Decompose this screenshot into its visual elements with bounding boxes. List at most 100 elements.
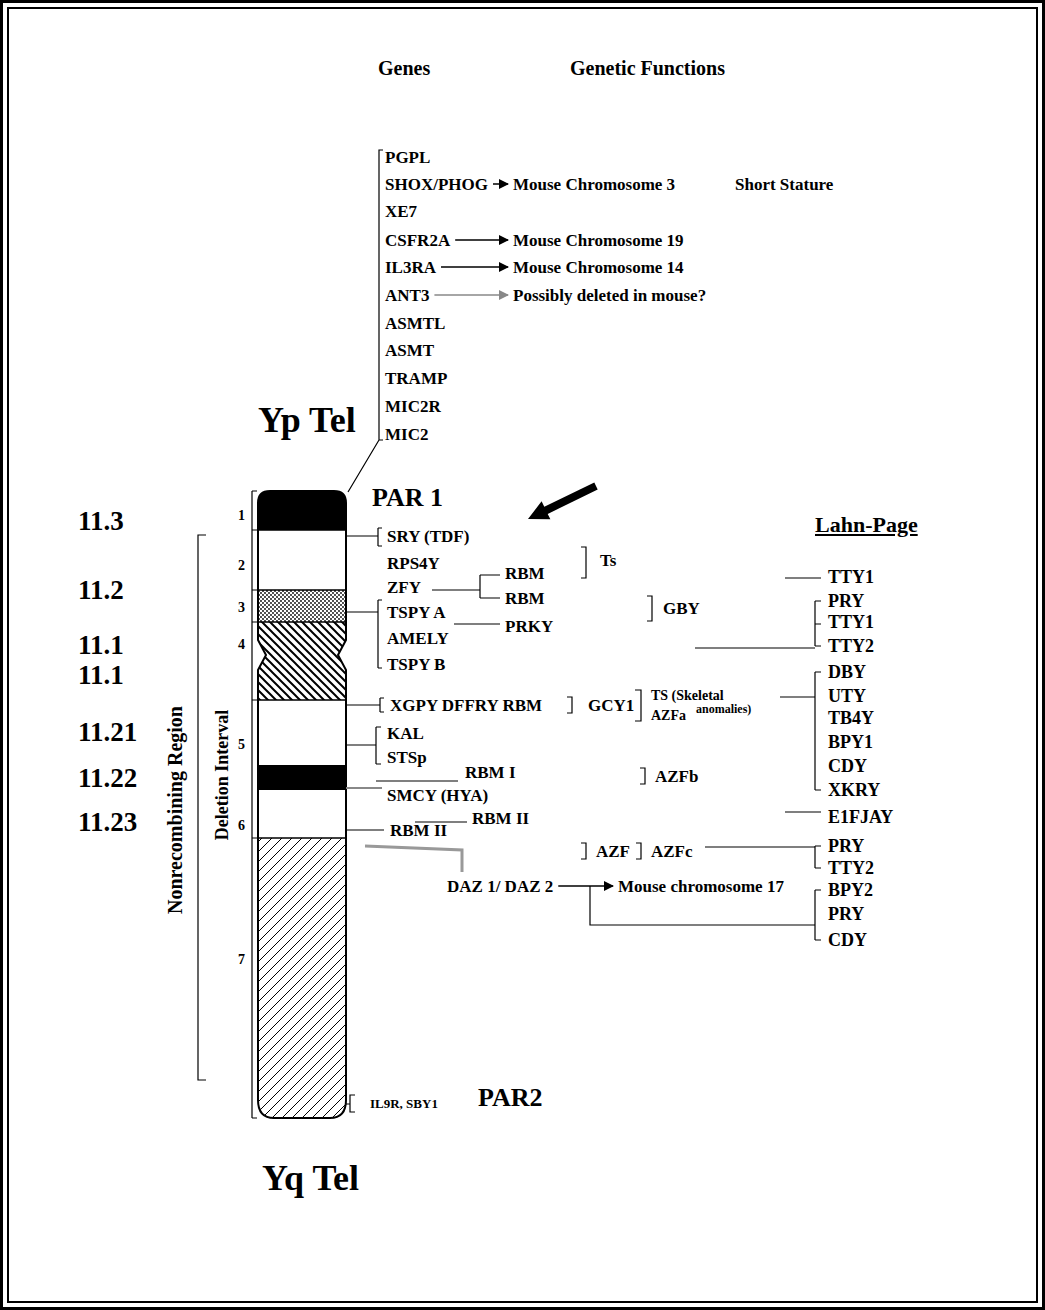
interval-number: 5 <box>238 738 245 752</box>
genetic-function: Mouse chromosome 17 <box>618 878 784 895</box>
gene-bracket <box>346 727 381 764</box>
function-bracket <box>581 843 586 859</box>
gene-name: TB4Y <box>828 709 874 727</box>
gene-name: RBM <box>505 565 545 582</box>
gene-name: ZFY <box>387 579 421 596</box>
gene-name: SMCY (HYA) <box>387 787 488 804</box>
gene-bracket <box>695 601 821 648</box>
band-number: 11.23 <box>78 809 137 836</box>
genetic-function: GBY <box>663 600 700 617</box>
gene-name: RBM <box>505 590 545 607</box>
gene-name: TSPY B <box>387 656 445 673</box>
gene-name: TTY1 <box>828 568 874 586</box>
band <box>250 530 360 590</box>
function-bracket <box>640 768 645 784</box>
leader-line <box>346 787 382 789</box>
band-number: 11.3 <box>78 508 124 535</box>
band <box>250 590 360 622</box>
leader-line <box>454 623 500 624</box>
gene-name: DAZ 1/ DAZ 2 <box>447 878 553 895</box>
chromosome-outline <box>258 491 346 1118</box>
region-label: PAR2 <box>478 1085 543 1111</box>
gene-name: ANT3 <box>385 287 429 304</box>
mapping-arrow <box>434 294 508 296</box>
mapping-arrow <box>455 239 508 241</box>
pointer-arrow <box>528 482 598 519</box>
gene-name: RBM II <box>390 822 447 839</box>
region-label: PAR 1 <box>372 485 443 511</box>
gene-name: STSp <box>387 749 427 766</box>
band <box>250 838 360 1128</box>
mapping-arrow <box>493 183 508 185</box>
band-boundary <box>258 530 346 838</box>
column-header: Lahn-Page <box>815 514 918 536</box>
gene-name: RPS4Y <box>387 555 440 572</box>
genetic-function: anomalies) <box>696 703 751 715</box>
gene-name: IL9R, SBY1 <box>370 1097 438 1110</box>
gene-bracket <box>348 150 383 492</box>
mapping-arrow <box>441 266 508 268</box>
gene-name: PRY <box>828 592 864 610</box>
genetic-function: Mouse Chromosome 14 <box>513 259 684 276</box>
gene-bracket <box>346 528 382 546</box>
gene-name: UTY <box>828 687 866 705</box>
gene-bracket <box>346 698 384 712</box>
chromosome-bands <box>250 485 360 1128</box>
gene-name: BPY2 <box>828 881 873 899</box>
gene-name: TSPY A <box>387 604 445 621</box>
band <box>250 622 360 700</box>
gene-name: PGPL <box>385 149 430 166</box>
gene-name: SHOX/PHOG <box>385 176 488 193</box>
gene-name: ASMTL <box>385 315 445 332</box>
region-label: Nonrecombining Region <box>165 706 185 914</box>
gene-name: SRY (TDF) <box>387 528 469 545</box>
gene-name: IL3RA <box>385 259 436 276</box>
band-number: 11.2 <box>78 577 124 604</box>
genetic-function: AZFc <box>651 843 693 860</box>
band-number: 11.22 <box>78 765 137 792</box>
gene-name: PRKY <box>505 618 553 635</box>
gene-name: AMELY <box>387 630 449 647</box>
band-number: 11.1 <box>78 662 124 689</box>
gene-name: XKRY <box>828 781 880 799</box>
telomere-label: Yq Tel <box>262 1160 359 1196</box>
band <box>250 700 360 765</box>
gene-name: KAL <box>387 725 424 742</box>
function-bracket <box>635 690 641 721</box>
gene-bracket <box>346 600 382 668</box>
gene-name: TTY1 <box>828 613 874 631</box>
interval-number: 2 <box>238 559 245 573</box>
gene-name: TTY2 <box>828 859 874 877</box>
genetic-function: Mouse Chromosome 19 <box>513 232 684 249</box>
gene-name: MIC2 <box>385 426 428 443</box>
gene-name: E1FJAY <box>828 808 893 826</box>
gene-bracket <box>346 1095 355 1112</box>
column-header: Genetic Functions <box>570 58 725 78</box>
region-label: Deletion Interval <box>213 710 231 840</box>
function-bracket <box>567 697 572 713</box>
band-number: 11.1 <box>78 632 124 659</box>
function-bracket <box>581 547 586 578</box>
gene-name: ASMT <box>385 342 434 359</box>
genetic-function: Ts <box>600 552 616 569</box>
leader-line <box>785 811 821 812</box>
band <box>250 790 360 838</box>
gene-name: TTY2 <box>828 637 874 655</box>
interval-number: 3 <box>238 601 245 615</box>
gene-name: PRY <box>828 837 864 855</box>
inner-frame <box>8 8 1037 1302</box>
genetic-function: Possibly deleted in mouse? <box>513 287 706 304</box>
gene-bracket <box>705 846 821 868</box>
genetic-function: AZF <box>596 843 630 860</box>
gene-name: MIC2R <box>385 398 441 415</box>
mapping-arrow <box>558 885 613 887</box>
leader-line <box>346 829 384 830</box>
gene-name: CDY <box>828 757 867 775</box>
gene-name: BPY1 <box>828 733 873 751</box>
column-header: Genes <box>378 58 430 78</box>
gene-name: CDY <box>828 931 867 949</box>
genetic-function: Mouse Chromosome 3 <box>513 176 675 193</box>
interval-bracket <box>252 491 257 1118</box>
